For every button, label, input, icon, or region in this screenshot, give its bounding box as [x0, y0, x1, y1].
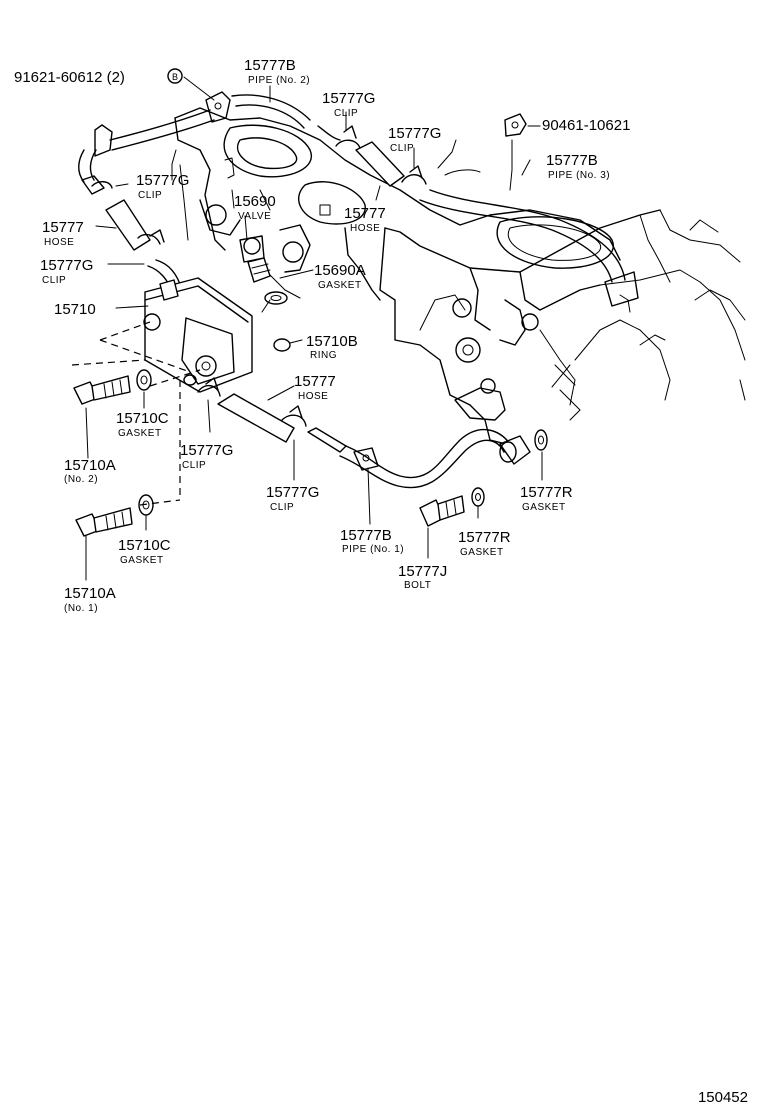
label-15690a-part: 15690A: [314, 262, 366, 279]
label-15777j-sub: BOLT: [404, 580, 431, 591]
label-15777g-d-sub: CLIP: [42, 275, 66, 286]
bolts-drawing: B: [73, 68, 485, 537]
label-91621-part: 91621-60612 (2): [14, 69, 125, 86]
label-15710-part: 15710: [54, 301, 96, 318]
label-15710b-sub: RING: [310, 350, 337, 361]
label-15777b-pipe1-sub: PIPE (No. 1): [342, 544, 404, 555]
engine-block-drawing: [379, 209, 746, 446]
label-15777-c-sub: HOSE: [298, 391, 328, 402]
ring-drawing: [273, 338, 291, 352]
leader-lines: [85, 76, 543, 581]
lower-pipe-drawing: [197, 377, 548, 489]
label-15710c-a-sub: GASKET: [118, 428, 162, 439]
label-15690-sub: VALVE: [238, 211, 271, 222]
label-15777-b-sub: HOSE: [44, 237, 74, 248]
label-15710b-part: 15710B: [306, 333, 358, 350]
diagram-code: 150452: [698, 1089, 748, 1106]
label-15777b-pipe2-sub: PIPE (No. 2): [248, 75, 310, 86]
label-15690a-sub: GASKET: [318, 280, 362, 291]
label-15710a-no1-part: 15710A: [64, 585, 116, 602]
label-15777g-a-sub: CLIP: [334, 108, 358, 119]
label-15690-part: 15690: [234, 193, 276, 210]
label-15777g-c-part: 15777G: [136, 172, 189, 189]
label-15777g-b-part: 15777G: [388, 125, 441, 142]
label-15777j-part: 15777J: [398, 563, 447, 580]
label-15777b-pipe3-part: 15777B: [546, 152, 598, 169]
label-15777g-c-sub: CLIP: [138, 190, 162, 201]
separator-box-drawing: [143, 277, 253, 393]
intake-manifold-drawing: [174, 107, 621, 301]
label-90461-part: 90461-10621: [542, 117, 630, 134]
label-15710c-b-sub: GASKET: [120, 555, 164, 566]
dashed-guides: [71, 321, 201, 506]
label-15777g-e-part: 15777G: [180, 442, 233, 459]
label-15777r-b-sub: GASKET: [460, 547, 504, 558]
part-labels: 91621-60612 (2) 15777B PIPE (No. 2) 1577…: [14, 57, 748, 1106]
label-15777-a-part: 15777: [344, 205, 386, 222]
label-15777g-e-sub: CLIP: [182, 460, 206, 471]
label-15777g-f-sub: CLIP: [270, 502, 294, 513]
label-15777b-pipe2-part: 15777B: [244, 57, 296, 74]
upper-hoses-drawing: [81, 113, 639, 307]
label-15710a-no1-sub: (No. 1): [64, 603, 98, 614]
label-15777-c-part: 15777: [294, 373, 336, 390]
svg-text:B: B: [172, 72, 178, 82]
label-15777b-pipe3-sub: PIPE (No. 3): [548, 170, 610, 181]
label-15710c-a-part: 15710C: [116, 410, 169, 427]
label-15777g-d-part: 15777G: [40, 257, 93, 274]
label-15777g-a-part: 15777G: [322, 90, 375, 107]
label-15777g-f-part: 15777G: [266, 484, 319, 501]
pipe-no2-drawing: [78, 91, 311, 183]
label-15777-b-part: 15777: [42, 219, 84, 236]
label-15777b-pipe1-part: 15777B: [340, 527, 392, 544]
label-15777r-a-sub: GASKET: [522, 502, 566, 513]
label-15710c-b-part: 15710C: [118, 537, 171, 554]
label-15710a-no2-sub: (No. 2): [64, 474, 98, 485]
label-15777g-b-sub: CLIP: [390, 143, 414, 154]
valve-drawing: [239, 235, 288, 313]
label-15710a-no2-part: 15710A: [64, 457, 116, 474]
label-15777r-b-part: 15777R: [458, 529, 511, 546]
label-15777r-a-part: 15777R: [520, 484, 573, 501]
label-15777-a-sub: HOSE: [350, 223, 380, 234]
